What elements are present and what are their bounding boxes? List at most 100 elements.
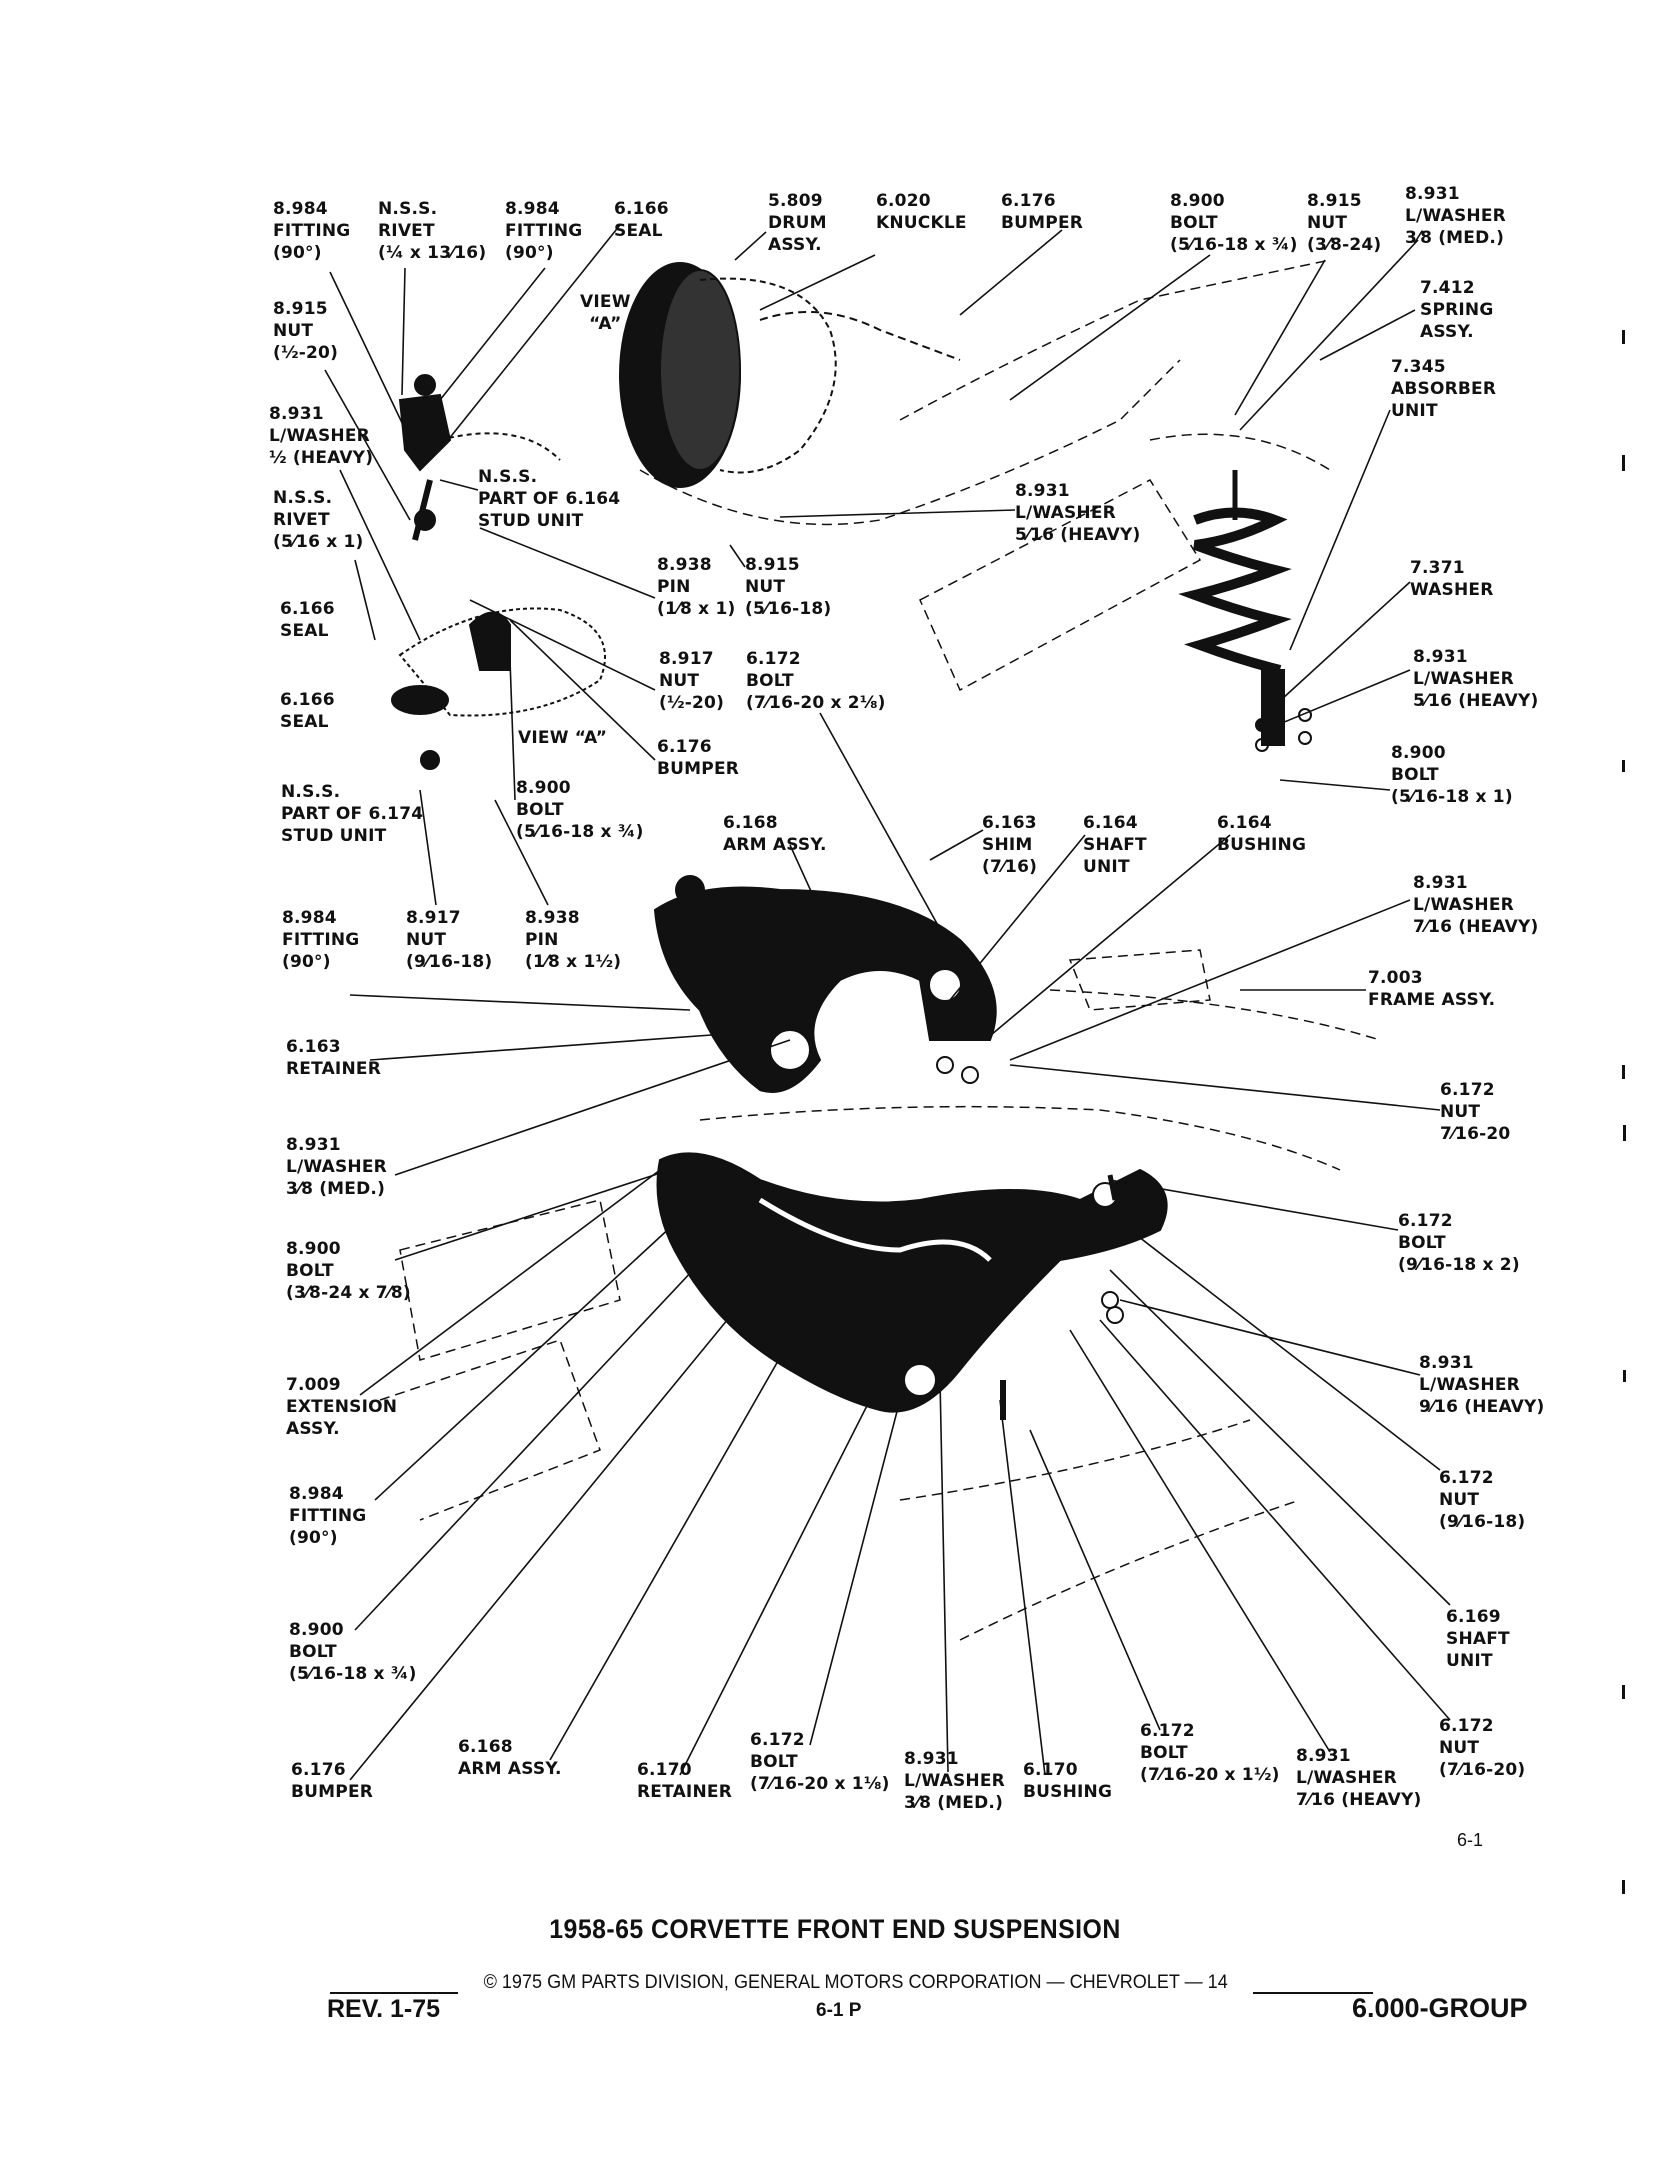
part-name: PIN: [525, 930, 559, 950]
part-name: RIVET: [273, 510, 330, 530]
scan-mark: [1623, 1125, 1626, 1141]
part-spec: (5⁄16-18 x ¾): [1170, 235, 1298, 255]
part-name: SPRING: [1420, 300, 1494, 320]
callout-view-a-middle: VIEW “A”: [518, 727, 607, 749]
part-number: 6.166: [614, 199, 669, 219]
part-name: L/WASHER: [1296, 1768, 1397, 1788]
part-name: ASSY.: [768, 235, 822, 255]
part-name: ASSY.: [286, 1419, 340, 1439]
part-number: 8.900: [286, 1239, 341, 1259]
part-name: KNUCKLE: [876, 213, 967, 233]
part-spec: 7⁄16 (HEAVY): [1413, 917, 1539, 937]
part-number: 8.938: [525, 908, 580, 928]
part-name: L/WASHER: [269, 426, 370, 446]
part-number: 6.172: [1439, 1716, 1494, 1736]
part-name: STUD UNIT: [281, 826, 387, 846]
part-name: SEAL: [280, 712, 329, 732]
part-name: UNIT: [1446, 1651, 1493, 1671]
part-name: BUSHING: [1023, 1782, 1113, 1802]
part-name: BUMPER: [1001, 213, 1084, 233]
scan-mark: [1622, 330, 1625, 344]
part-name: FITTING: [289, 1506, 367, 1526]
part-name: L/WASHER: [286, 1157, 387, 1177]
part-name: SHIM: [982, 835, 1033, 855]
part-number: 8.938: [657, 555, 712, 575]
part-number: 6.172: [750, 1730, 805, 1750]
part-spec: 3⁄8 (MED.): [1405, 228, 1505, 248]
part-number: 6.164: [1217, 813, 1272, 833]
part-spec: (5⁄16-18 x ¾): [516, 822, 644, 842]
part-number: 8.900: [516, 778, 571, 798]
view-a-bumper-illustration: [391, 607, 606, 770]
part-spec: (90°): [273, 243, 322, 263]
part-name: BUMPER: [657, 759, 740, 779]
divider: [330, 1976, 458, 1994]
group-number: 6.000-GROUP: [1352, 1993, 1528, 2023]
scan-mark: [1623, 1370, 1626, 1382]
part-spec: 5⁄16 (HEAVY): [1413, 691, 1539, 711]
part-name: UNIT: [1391, 401, 1438, 421]
part-name: L/WASHER: [1419, 1375, 1520, 1395]
part-spec: (3⁄8-24 x 7⁄8): [286, 1283, 411, 1303]
part-number: 6.172: [746, 649, 801, 669]
part-spec: 7⁄16-20: [1440, 1124, 1511, 1144]
part-number: 8.931: [1296, 1746, 1351, 1766]
part-number: N.S.S.: [378, 199, 438, 219]
part-number: 6.176: [291, 1760, 346, 1780]
part-name: FITTING: [273, 221, 351, 241]
view-label: VIEW “A”: [518, 728, 608, 748]
part-number: 8.931: [1015, 481, 1070, 501]
figure-number: 6-1: [1457, 1830, 1484, 1850]
upper-ball-joint-illustration: [398, 374, 561, 541]
part-spec: 9⁄16 (HEAVY): [1419, 1397, 1545, 1417]
view-label: VIEW: [580, 292, 631, 312]
part-spec: (1⁄8 x 1): [657, 599, 736, 619]
part-name: NUT: [1307, 213, 1348, 233]
scan-mark: [1622, 455, 1625, 471]
part-name: UNIT: [1083, 857, 1130, 877]
part-spec: 7⁄16 (HEAVY): [1296, 1790, 1422, 1810]
part-name: PIN: [657, 577, 691, 597]
part-number: 6.172: [1398, 1211, 1453, 1231]
part-spec: 3⁄8 (MED.): [286, 1179, 386, 1199]
part-name: BUMPER: [291, 1782, 374, 1802]
part-number: 6.020: [876, 191, 931, 211]
copyright-text: © 1975 GM PARTS DIVISION, GENERAL MOTORS…: [483, 1972, 1228, 1993]
part-number: 6.169: [1446, 1607, 1501, 1627]
part-number: 6.163: [286, 1037, 341, 1057]
part-number: 6.172: [1140, 1721, 1195, 1741]
part-spec: (7⁄16-20): [1439, 1760, 1526, 1780]
part-name: FRAME ASSY.: [1368, 990, 1496, 1010]
part-number: N.S.S.: [273, 488, 333, 508]
part-name: SEAL: [280, 621, 329, 641]
view-label: “A”: [589, 314, 622, 334]
part-name: SHAFT: [1083, 835, 1147, 855]
callout-rivet-lower: N.S.S.RIVET(5⁄16 x 1): [273, 487, 364, 553]
part-number: 8.931: [286, 1135, 341, 1155]
